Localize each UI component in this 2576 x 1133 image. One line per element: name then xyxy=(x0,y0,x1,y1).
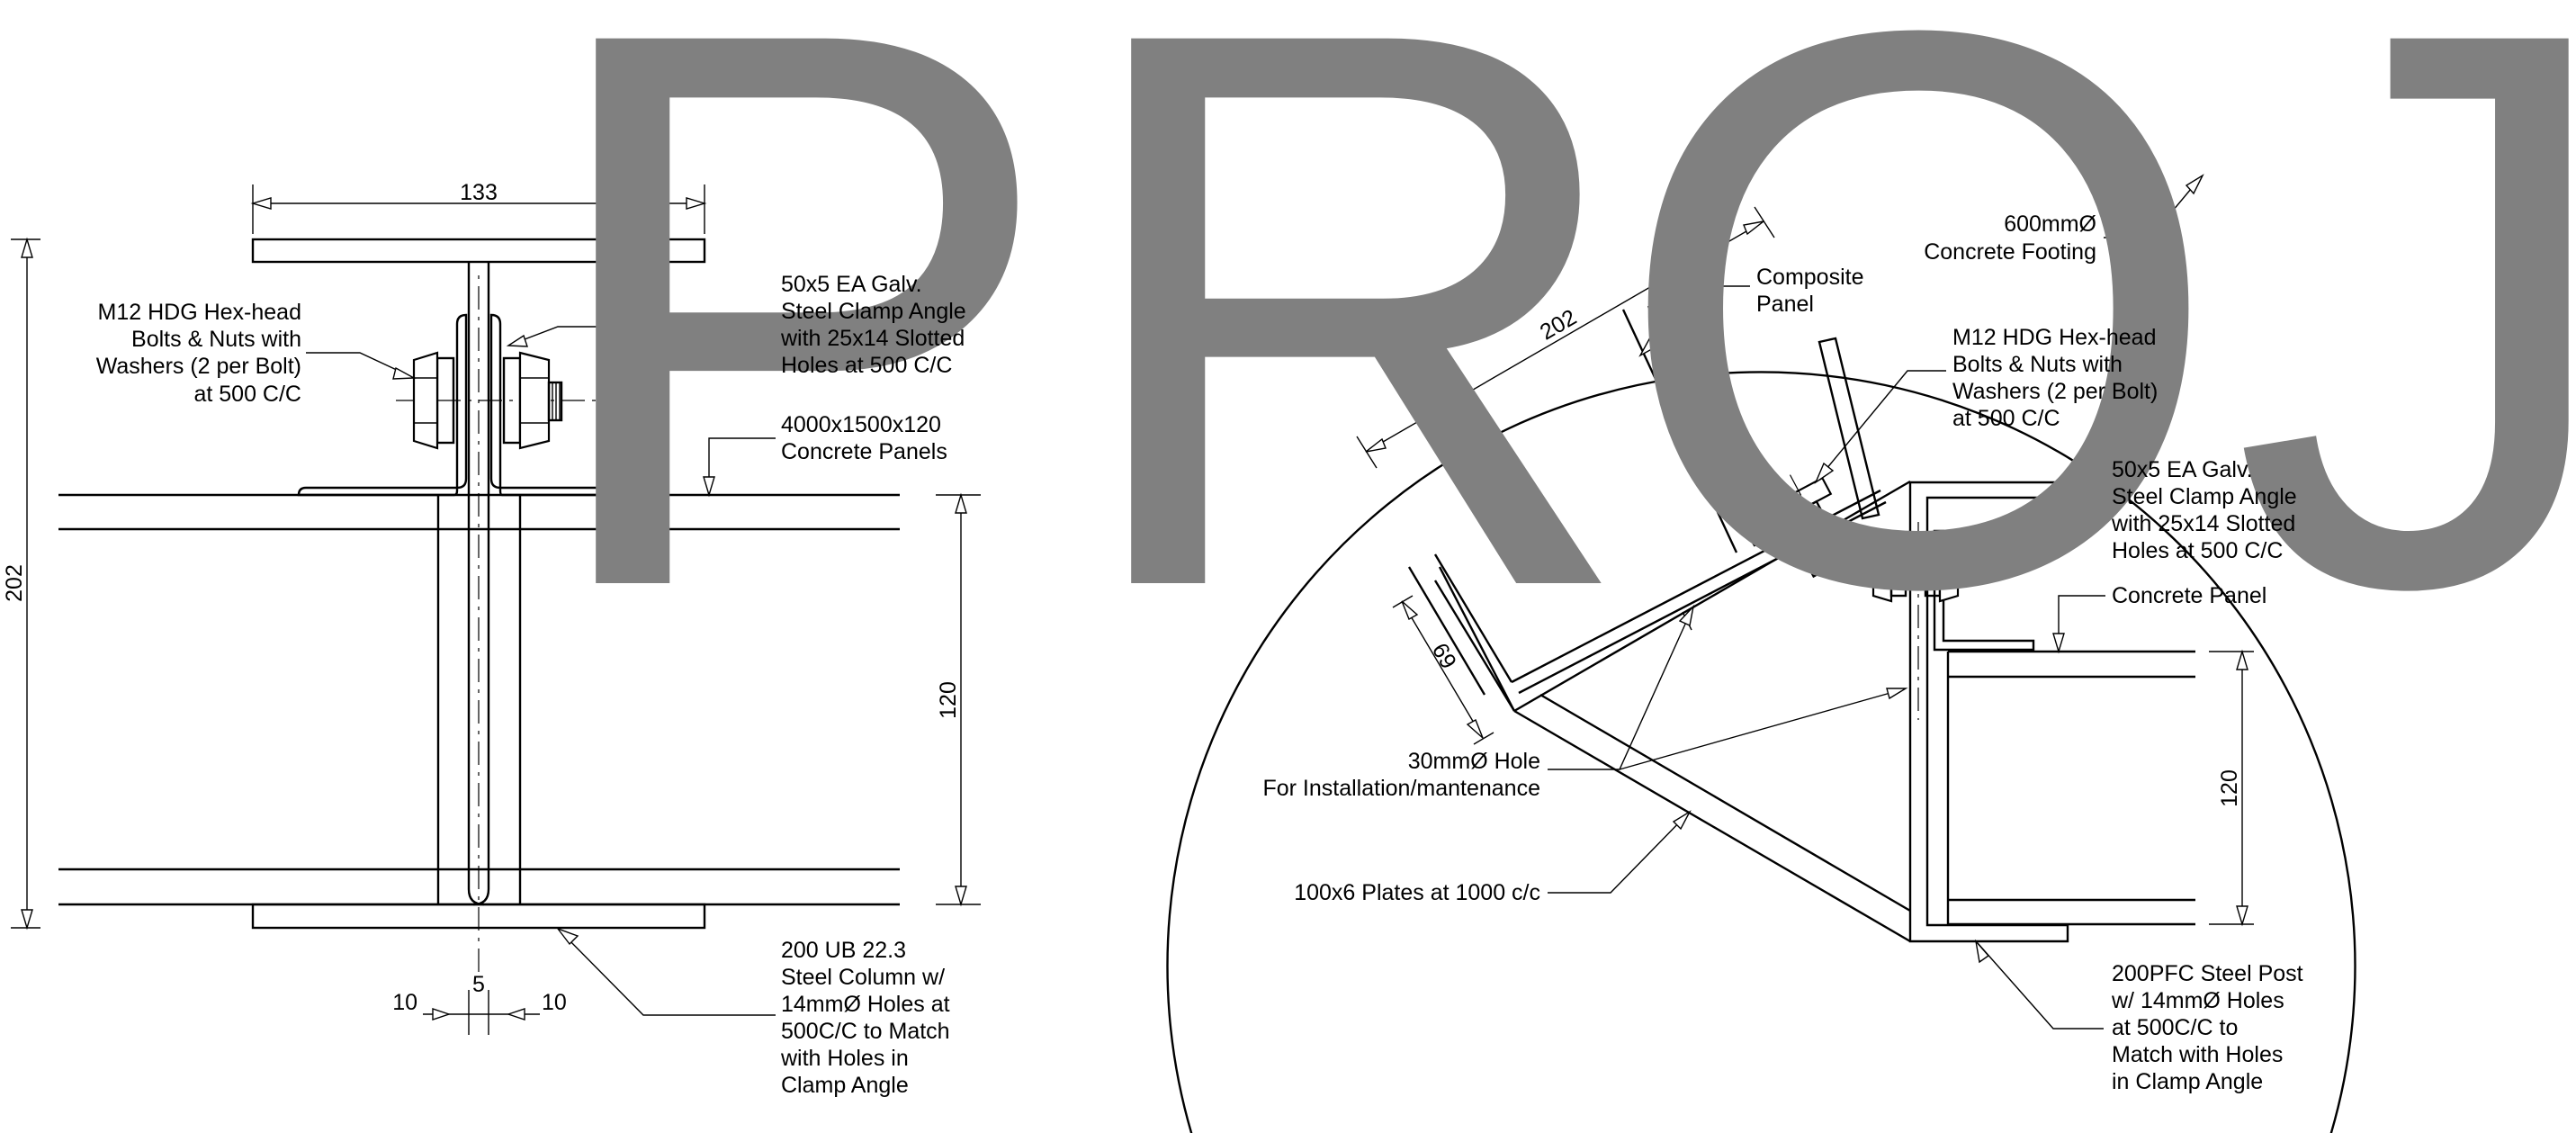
clamp-note-line-1: 50x5 EA Galv. xyxy=(781,272,922,297)
column-note-line-1: 200 UB 22.3 xyxy=(781,938,906,963)
dim-gap-left: 10 xyxy=(392,990,417,1015)
dim-panel-thickness-right: 120 xyxy=(2217,769,2242,807)
dimension-lines xyxy=(11,184,981,1035)
panel-note-right: Concrete Panel xyxy=(2112,583,2266,608)
dim-overall-height: 202 xyxy=(2,564,27,602)
right-clamp-note-line-3: with 25x14 Slotted xyxy=(2111,511,2295,536)
right-bolt-note-line-4: at 500 C/C xyxy=(1952,406,2060,431)
column-note-line-4: 500C/C to Match xyxy=(781,1019,950,1044)
clamp-note-line-4: Holes at 500 C/C xyxy=(781,353,952,378)
right-labels: 202 69 120 600mmØ Concrete Footing Compo… xyxy=(1262,211,2302,1094)
steel-column xyxy=(251,238,706,930)
concrete-footing-circle xyxy=(1166,371,2356,1133)
post-note-line-4: Match with Holes xyxy=(2112,1042,2283,1067)
pfc-steel-post xyxy=(1908,481,2069,943)
clamp-note-line-3: with 25x14 Slotted xyxy=(780,326,965,351)
dim-flange-width: 133 xyxy=(460,180,498,205)
right-bolt-note-line-2: Bolts & Nuts with xyxy=(1952,352,2123,377)
watermark-letter-p: P xyxy=(531,0,1059,751)
right-clamp-note-line-4: Holes at 500 C/C xyxy=(2112,538,2283,563)
concrete-panel-right xyxy=(1946,650,2195,926)
dimension-lines-right xyxy=(1356,206,2254,927)
bolt-note-line-3: Washers (2 per Bolt) xyxy=(96,354,301,379)
clamp-note-line-2: Steel Clamp Angle xyxy=(781,299,966,324)
bolt-assemblies-right xyxy=(1773,474,1979,720)
composite-panel xyxy=(1407,305,1887,696)
bolt-assembly xyxy=(396,351,612,450)
clamp-angles-right xyxy=(1699,337,2035,652)
leader-lines xyxy=(306,326,776,1016)
hole-note-line-1: 30mmØ Hole xyxy=(1408,749,1540,774)
right-bolt-note-line-1: M12 HDG Hex-head xyxy=(1952,325,2156,350)
footing-note-line-1: 600mmØ xyxy=(2004,211,2096,237)
column-note-line-5: with Holes in xyxy=(780,1046,909,1071)
footing-note-line-2: Concrete Footing xyxy=(1924,239,2096,265)
composite-note-line-1: Composite xyxy=(1756,265,1864,290)
panels-note-line-2: Concrete Panels xyxy=(781,439,947,464)
left-detail xyxy=(11,184,981,1035)
post-note-line-5: in Clamp Angle xyxy=(2112,1069,2263,1094)
watermark: P R O J xyxy=(531,0,2576,751)
dim-panel-thickness: 120 xyxy=(936,681,961,719)
support-plates xyxy=(1433,480,1911,943)
column-note-line-2: Steel Column w/ xyxy=(781,965,945,990)
watermark-letter-o: O xyxy=(1611,0,2227,751)
column-note-line-3: 14mmØ Holes at xyxy=(781,992,950,1017)
bolt-note-line-2: Bolts & Nuts with xyxy=(131,327,301,352)
dim-web-thickness: 5 xyxy=(472,972,485,997)
left-labels: 133 202 120 5 10 10 M12 HDG Hex-head Bol… xyxy=(2,180,966,1098)
right-clamp-note-line-2: Steel Clamp Angle xyxy=(2112,484,2297,509)
post-note-line-3: at 500C/C to xyxy=(2112,1015,2238,1040)
bolt-note-line-4: at 500 C/C xyxy=(193,382,301,407)
hole-note-line-2: For Installation/mantenance xyxy=(1262,776,1540,801)
right-detail xyxy=(1166,174,2356,1133)
watermark-letter-r: R xyxy=(1066,0,1638,751)
column-note-line-6: Clamp Angle xyxy=(781,1073,909,1098)
watermark-letter-j: J xyxy=(2231,0,2576,751)
post-note-line-1: 200PFC Steel Post xyxy=(2112,961,2303,986)
bolt-note-line-1: M12 HDG Hex-head xyxy=(98,300,301,325)
composite-note-line-2: Panel xyxy=(1756,292,1814,317)
leader-lines-right xyxy=(1548,174,2204,1030)
right-bolt-note-line-3: Washers (2 per Bolt) xyxy=(1952,379,2158,404)
dim-gap-right: 10 xyxy=(542,990,567,1015)
clamp-angles xyxy=(297,313,662,497)
right-clamp-note-line-1: 50x5 EA Galv. xyxy=(2112,457,2253,482)
plates-note: 100x6 Plates at 1000 c/c xyxy=(1294,880,1540,905)
panels-note-line-1: 4000x1500x120 xyxy=(781,412,941,437)
post-note-line-2: w/ 14mmØ Holes xyxy=(2111,988,2284,1013)
